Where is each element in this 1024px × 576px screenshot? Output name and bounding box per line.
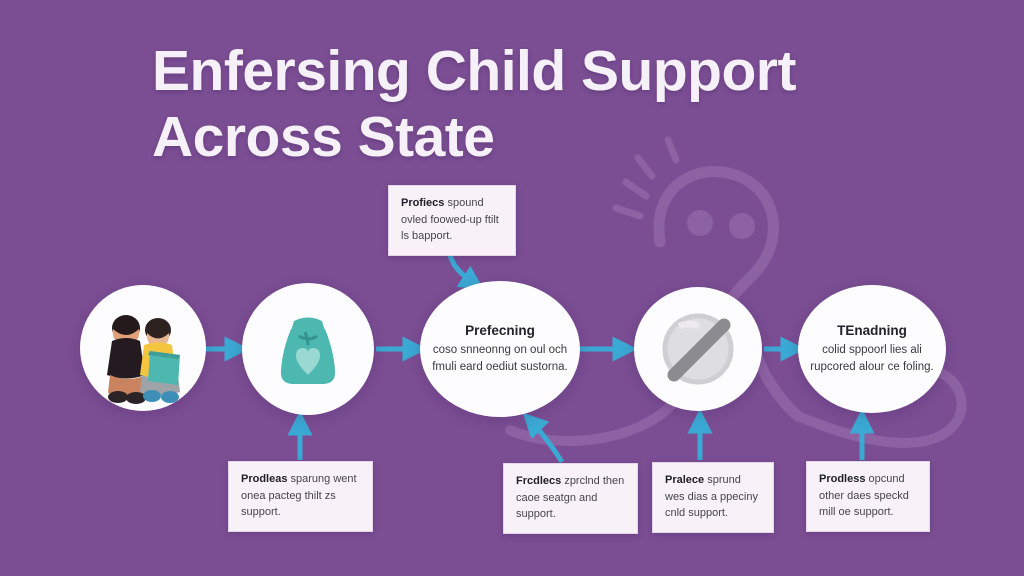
node-tenadning-heading: TEnadning bbox=[837, 323, 907, 338]
callout-bottom-1-lead: Prodleas bbox=[241, 473, 288, 485]
callout-bottom-1-text: sparung went onea pacteg thilt zs suppor… bbox=[241, 473, 357, 518]
callout-top-lead: Profiecs bbox=[401, 197, 445, 209]
page-title-line-1: Enfersing Child Support bbox=[152, 39, 796, 103]
callout-bottom-2-lead: Frcdlecs bbox=[516, 475, 562, 487]
node-support-bag[interactable] bbox=[242, 283, 374, 415]
node-tenadning[interactable]: TEnadning colid sppoorl lies ali rupcore… bbox=[798, 285, 946, 413]
callout-bottom-3-text: sprund wes dias a ppeciny cnld support. bbox=[665, 474, 758, 519]
callout-bottom-2-text: zprclnd then caoe seatgn and support. bbox=[516, 475, 625, 520]
node-prefecning-body: coso snneonng on oul och fmuli eard oedi… bbox=[432, 344, 568, 373]
callout-bottom-4-lead: Prodless bbox=[819, 473, 866, 485]
callout-bottom-4[interactable]: Prodless opcund other daes speckd mill o… bbox=[806, 461, 930, 532]
callout-top[interactable]: Profiecs spound ovled foowed-up ftilt ls… bbox=[388, 185, 516, 256]
node-prohibited[interactable] bbox=[634, 287, 762, 411]
node-tenadning-body: colid sppoorl lies ali rupcored alour ce… bbox=[810, 344, 934, 373]
node-prefecning-text: Prefecning coso snneonng on oul och fmul… bbox=[420, 322, 580, 376]
node-prefecning[interactable]: Prefecning coso snneonng on oul och fmul… bbox=[420, 281, 580, 417]
callout-bottom-2[interactable]: Frcdlecs zprclnd then caoe seatgn and su… bbox=[503, 463, 638, 534]
node-prefecning-heading: Prefecning bbox=[465, 323, 535, 338]
connector-callout2-node3 bbox=[522, 412, 565, 464]
teal-bag-with-heart-icon bbox=[280, 317, 336, 384]
page-title-line-2: Across State bbox=[152, 105, 495, 169]
page-title: Enfersing Child Support Across State bbox=[152, 38, 912, 170]
callout-bottom-3-lead: Pralece bbox=[665, 474, 705, 486]
callout-top-text: spound ovled foowed-up ftilt ls bapport. bbox=[401, 197, 499, 242]
callout-bottom-1[interactable]: Prodleas sparung went onea pacteg thilt … bbox=[228, 461, 373, 532]
prohibited-no-symbol-icon bbox=[662, 313, 734, 385]
callout-bottom-4-text: opcund other daes speckd mill oe support… bbox=[819, 473, 909, 518]
two-children-reading-book-icon bbox=[107, 315, 180, 404]
node-tenadning-text: TEnadning colid sppoorl lies ali rupcore… bbox=[798, 322, 946, 376]
callout-bottom-3[interactable]: Pralece sprund wes dias a ppeciny cnld s… bbox=[652, 462, 774, 533]
node-children-reading[interactable] bbox=[80, 285, 206, 411]
